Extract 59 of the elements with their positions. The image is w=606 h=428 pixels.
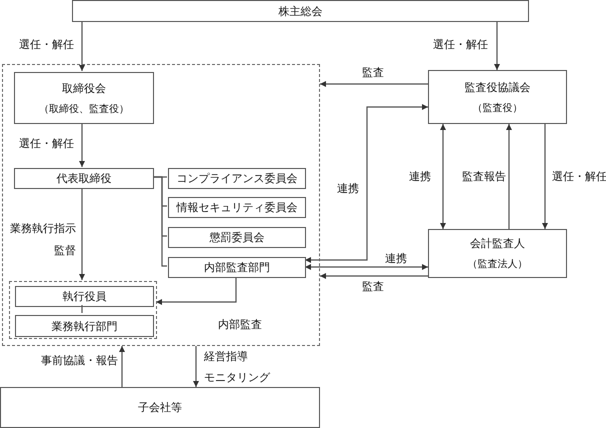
box-title: 内部監査部門 xyxy=(204,260,270,275)
arrow xyxy=(79,123,85,167)
edge-label: 監査 xyxy=(361,280,385,293)
edge-label: 監査 xyxy=(361,66,385,79)
arrow xyxy=(506,124,512,229)
edge-label: 内部監査 xyxy=(217,318,263,331)
box-subtitle: （監査役） xyxy=(472,102,522,114)
org-box xyxy=(14,72,154,124)
org-box xyxy=(428,70,567,124)
edge-label: 選任・解任 xyxy=(432,38,489,51)
box-title: 代表取締役 xyxy=(56,171,112,186)
org-box xyxy=(72,0,529,22)
arrow xyxy=(542,124,548,229)
box-subtitle: （取締役、監査役） xyxy=(39,102,129,116)
box-title: 子会社等 xyxy=(138,400,182,415)
box-title: 業務執行部門 xyxy=(52,318,118,334)
box-title: 株主総会 xyxy=(278,4,322,18)
arrow xyxy=(119,346,125,387)
org-box xyxy=(168,197,306,218)
org-box xyxy=(14,168,154,189)
group-frame xyxy=(9,281,157,339)
arrow xyxy=(79,188,85,280)
edge-label: 連携 xyxy=(336,182,360,195)
arrow xyxy=(305,264,428,270)
arrow xyxy=(494,22,500,70)
edge-label: 監査報告 xyxy=(461,170,507,183)
edge-label: 連携 xyxy=(384,252,408,265)
arrow xyxy=(305,104,428,263)
connector-line xyxy=(81,305,83,313)
edge-label: 連携 xyxy=(408,170,432,183)
arrow xyxy=(320,273,428,279)
box-title: 会計監査人 xyxy=(470,236,525,251)
edge-label: 選任・解任 xyxy=(18,38,75,51)
org-box xyxy=(0,387,320,428)
org-box xyxy=(168,227,306,248)
org-box xyxy=(15,286,154,307)
org-box xyxy=(15,315,154,337)
org-box xyxy=(168,257,306,278)
edge-label: 業務執行指示 xyxy=(9,222,77,235)
box-title: コンプライアンス委員会 xyxy=(176,171,298,186)
arrow xyxy=(440,124,446,229)
org-box xyxy=(168,168,306,189)
annotation-text: モニタリング xyxy=(203,371,271,384)
box-title: 情報セキュリティ委員会 xyxy=(176,200,298,215)
box-title: 懲罰委員会 xyxy=(210,230,264,245)
arrow xyxy=(320,81,428,87)
box-subtitle: （監査法人） xyxy=(468,258,528,271)
edge-label: 選任・解任 xyxy=(18,137,75,150)
box-title: 監査役協議会 xyxy=(464,80,530,94)
org-box xyxy=(428,229,567,278)
arrow xyxy=(193,346,199,387)
box-title: 取締役会 xyxy=(62,80,106,96)
arrow xyxy=(156,277,237,305)
annotation-text: 監督 xyxy=(53,244,77,257)
box-title: 執行役員 xyxy=(62,289,106,304)
connector-line xyxy=(153,176,167,267)
arrow xyxy=(79,22,85,71)
edge-label: 経営指導 xyxy=(203,350,249,363)
edge-label: 事前協議・報告 xyxy=(40,354,119,367)
